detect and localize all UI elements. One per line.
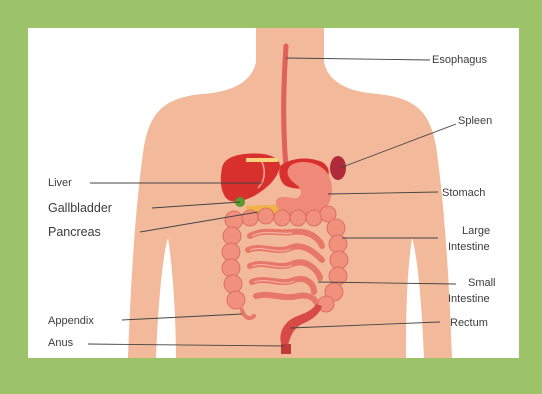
- label-pancreas: Pancreas: [48, 225, 101, 239]
- label-esophagus: Esophagus: [432, 54, 488, 66]
- label-gallbladder: Gallbladder: [48, 201, 112, 215]
- label-small-intestine-2: Intestine: [448, 293, 490, 305]
- label-small-intestine-1: Small: [468, 277, 496, 289]
- label-large-intestine-1: Large: [462, 225, 490, 237]
- spleen-shape: [330, 156, 346, 180]
- label-liver: Liver: [48, 177, 72, 189]
- esophagus-shape: [284, 46, 286, 168]
- label-large-intestine-2: Intestine: [448, 241, 490, 253]
- anus-shape: [281, 344, 291, 354]
- label-anus: Anus: [48, 337, 74, 349]
- label-spleen: Spleen: [458, 115, 492, 127]
- diagram-panel: Esophagus Spleen Liver Gallbladder Stoma…: [28, 28, 519, 358]
- digestive-system-diagram: Esophagus Spleen Liver Gallbladder Stoma…: [28, 28, 519, 358]
- label-appendix: Appendix: [48, 315, 94, 327]
- label-stomach: Stomach: [442, 187, 485, 199]
- label-rectum: Rectum: [450, 317, 488, 329]
